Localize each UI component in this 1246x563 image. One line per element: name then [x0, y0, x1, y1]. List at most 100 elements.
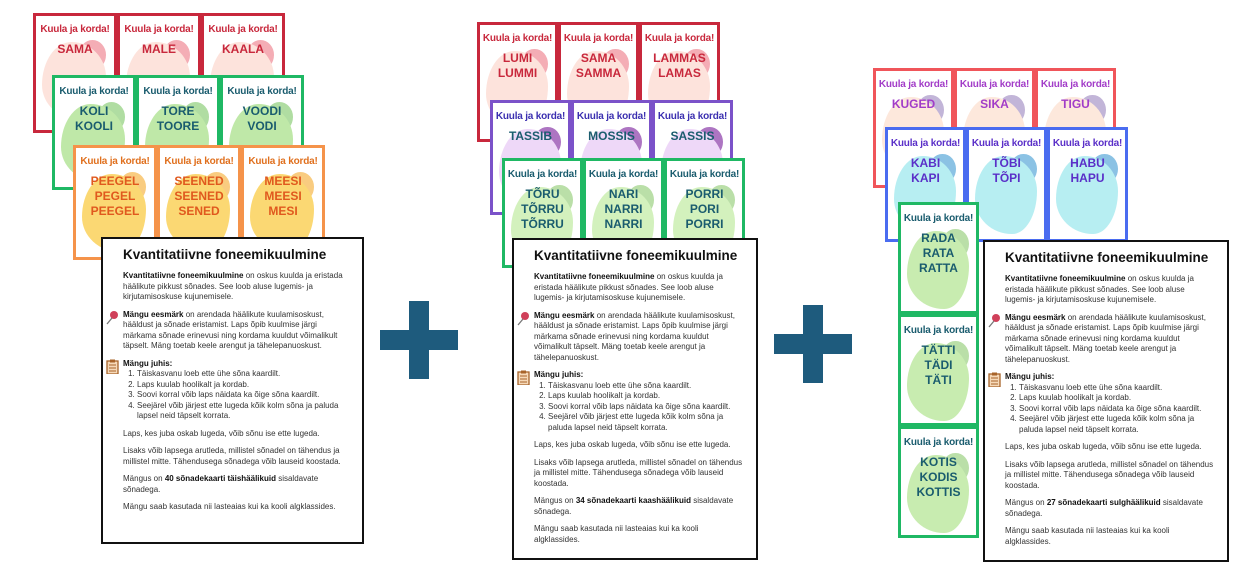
- card-label: Kuula ja korda!: [588, 169, 659, 180]
- card-word: TÕBI: [992, 156, 1021, 170]
- plus-icon: [380, 301, 458, 379]
- card-word: TÕRU: [525, 187, 560, 201]
- card-word: PORRI: [685, 217, 724, 231]
- discuss-text: Lisaks võib lapsega arutleda, millistel …: [534, 457, 743, 488]
- card-word: TÕRRU: [521, 202, 564, 216]
- sheet-title: Kvantitatiivne foneemikuulmine: [1005, 250, 1209, 265]
- card-label: Kuula ja korda!: [1052, 138, 1123, 149]
- pushpin-icon: [106, 310, 118, 324]
- card-label: Kuula ja korda!: [227, 86, 297, 97]
- card-word: LAMAS: [658, 66, 701, 80]
- card-label: Kuula ja korda!: [507, 169, 578, 180]
- blob-decoration: [975, 156, 1037, 234]
- card-word: VOODI: [242, 104, 282, 118]
- card-word: TOORE: [156, 119, 200, 133]
- card-label: Kuula ja korda!: [971, 138, 1042, 149]
- card-word: KAPI: [911, 171, 940, 185]
- count-text: Mängus on 34 sõnadekaarti kaashäälikuid …: [534, 496, 734, 516]
- card-words: KUGED: [876, 97, 951, 112]
- card-word: TÕRRU: [521, 217, 564, 231]
- card-word: KODIS: [919, 470, 958, 484]
- clipboard-icon: [106, 359, 119, 374]
- card-label: Kuula ja korda!: [878, 79, 949, 90]
- card-label: Kuula ja korda!: [124, 24, 194, 35]
- card-label: Kuula ja korda!: [903, 213, 974, 224]
- card-word: SEENED: [174, 189, 224, 203]
- sheet-title: Kvantitatiivne foneemikuulmine: [123, 247, 327, 262]
- card-label: Kuula ja korda!: [164, 156, 234, 167]
- card-word: RATTA: [919, 261, 958, 275]
- card-word: SAMMA: [575, 66, 622, 80]
- card-label: Kuula ja korda!: [482, 33, 553, 44]
- card-label: Kuula ja korda!: [40, 24, 110, 35]
- card-label: Kuula ja korda!: [495, 111, 566, 122]
- card-word: TÄDI: [924, 358, 953, 372]
- card-word: KUGED: [891, 97, 936, 111]
- card-words: KAALA: [204, 42, 282, 57]
- card-word: SIKA: [980, 97, 1009, 111]
- card-word: NARRI: [604, 202, 643, 216]
- card-word: RADA: [921, 231, 956, 245]
- rules-title: Mängu juhis:: [1005, 372, 1055, 381]
- plus-icon: [774, 305, 852, 383]
- card-word: PORI: [689, 202, 720, 216]
- card-word: HAPU: [1070, 171, 1105, 185]
- goal-text: Mängu eesmärk on arendada häälikute kuul…: [123, 309, 338, 351]
- card-label: Kuula ja korda!: [903, 437, 974, 448]
- instruction-sheet: Kvantitatiivne foneemikuulmine Kvantitat…: [512, 238, 758, 560]
- card-label: Kuula ja korda!: [669, 169, 740, 180]
- reader-text: Laps, kes juba oskab lugeda, võib sõnu i…: [123, 428, 320, 438]
- card-word: LAMMAS: [653, 51, 706, 65]
- card-word: MEESI: [264, 189, 302, 203]
- card-label: Kuula ja korda!: [959, 79, 1030, 90]
- blob-decoration: [907, 343, 969, 421]
- blob-decoration: [1056, 156, 1118, 234]
- usage-text: Mängu saab kasutada nii lasteaias kui ka…: [123, 502, 336, 511]
- card-word: KAALA: [222, 42, 264, 56]
- card-word: LUMMI: [497, 66, 538, 80]
- rules-title: Mängu juhis:: [123, 358, 173, 368]
- card-word: PEEGEL: [90, 204, 140, 218]
- blob-decoration: [907, 455, 969, 533]
- card-label: Kuula ja korda!: [80, 156, 150, 167]
- card-words: TASSIB: [493, 129, 568, 144]
- card-word: SAMA: [57, 42, 93, 56]
- goal-text: Mängu eesmärk on arendada häälikute kuul…: [534, 310, 735, 362]
- clipboard-icon: [517, 370, 530, 385]
- card-word: LUMI: [502, 51, 533, 65]
- intro-text: Kvantitatiivne foneemikuulmine on oskus …: [123, 271, 343, 301]
- card-word: PEGEL: [94, 189, 136, 203]
- reader-text: Laps, kes juba oskab lugeda, võib sõnu i…: [1005, 442, 1202, 451]
- card-word: SAMA: [580, 51, 617, 65]
- card-word: MESI: [268, 204, 298, 218]
- rules-list: Täiskasvanu loeb ette ühe sõna kaardilt.…: [548, 381, 746, 434]
- card-label: Kuula ja korda!: [1040, 79, 1111, 90]
- card-word: PEEGEL: [90, 174, 140, 188]
- card-word: KOTIS: [920, 455, 957, 469]
- card-word: KOTTIS: [916, 485, 961, 499]
- card-word: TÄTI: [925, 373, 952, 387]
- card-words: SIKA: [957, 97, 1032, 112]
- intro-text: Kvantitatiivne foneemikuulmine on oskus …: [534, 272, 723, 302]
- card-word: VODI: [247, 119, 277, 133]
- card-words: SASSIS: [655, 129, 730, 144]
- card-label: Kuula ja korda!: [657, 111, 728, 122]
- card-word: TÕPI: [992, 171, 1021, 185]
- rules-list: Täiskasvanu loeb ette ühe sõna kaardilt.…: [137, 369, 352, 422]
